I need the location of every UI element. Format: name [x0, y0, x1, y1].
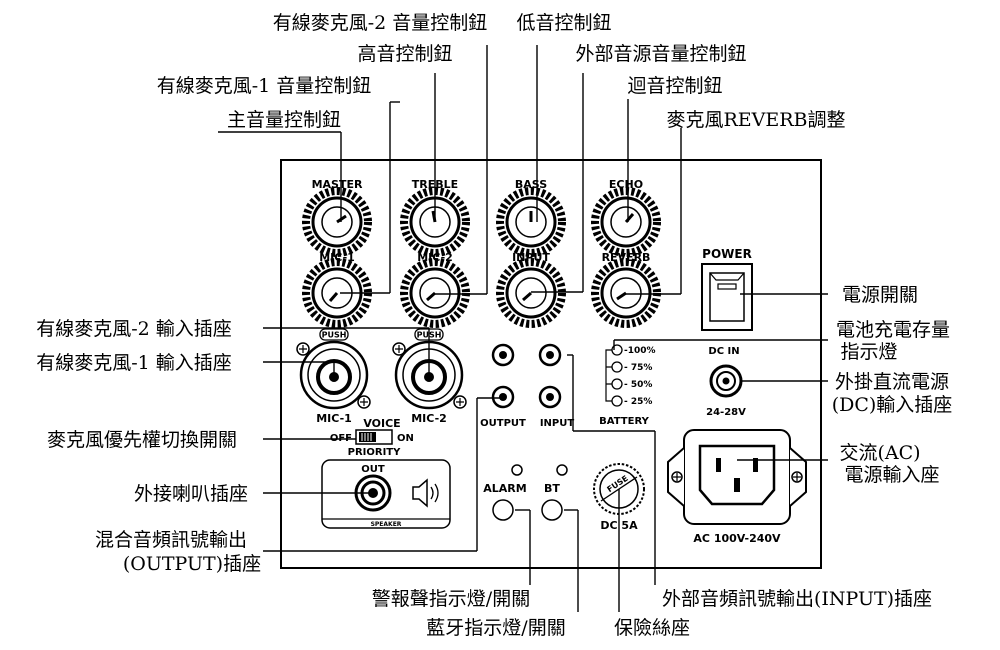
speaker-icon [412, 478, 439, 508]
callout-power-switch: 電源開關 [842, 284, 918, 306]
callout-ac-input-2: 電源輸入座 [844, 464, 939, 486]
battery-level-25: - 25% [624, 397, 652, 407]
callout-mix-output-1: 混合音頻訊號輸出 [95, 529, 247, 551]
mic1-push-label: PUSH [322, 331, 347, 340]
speaker-out-label: OUT [361, 464, 385, 475]
speaker-label: SPEAKER [371, 521, 402, 528]
output-jack[interactable] [491, 385, 515, 409]
callout-mic2-jack: 有線麥克風-2 輸入插座 [36, 318, 232, 340]
callout-ext-output-input: 外部音頻訊號輸出(INPUT)插座 [662, 588, 932, 610]
dc-voltage-label: 24-28V [706, 407, 746, 418]
bt-button[interactable] [541, 499, 563, 521]
priority-label: PRIORITY [348, 447, 401, 458]
bt-label: BT [544, 482, 560, 495]
priority-switch[interactable] [355, 429, 393, 445]
master-knob-label: MASTER [312, 178, 363, 191]
callout-ext-input-volume: 外部音源音量控制鈕 [575, 43, 746, 65]
callout-mic1-jack: 有線麥克風-1 輸入插座 [36, 352, 232, 374]
mic2-knob[interactable] [404, 262, 466, 324]
callout-priority-switch: 麥克風優先權切換開關 [47, 429, 237, 451]
callout-treble-control: 高音控制鈕 [357, 43, 452, 65]
callout-dc-input-1: 外掛直流電源 [835, 371, 949, 393]
input-knob[interactable] [500, 262, 562, 324]
callout-dc-input-2: (DC)輸入插座 [832, 394, 953, 416]
callout-mic1-volume: 有線麥克風-1 音量控制鈕 [157, 75, 372, 97]
reverb-knob[interactable] [595, 262, 657, 324]
priority-on-label: ON [397, 433, 414, 444]
bt-led [556, 464, 568, 476]
ac-inlet[interactable] [667, 429, 807, 525]
callout-speaker-jack: 外接喇叭插座 [134, 483, 248, 505]
callout-ac-input-1: 交流(AC) [839, 442, 920, 464]
ac-rating-label: AC 100V-240V [693, 532, 781, 545]
callout-mix-output-2: (OUTPUT)插座 [123, 553, 261, 575]
callout-mic2-volume: 有線麥克風-2 音量控制鈕 [273, 12, 488, 34]
power-label: POWER [702, 247, 752, 261]
leader-lines [218, 45, 828, 612]
input-label: INPUT [540, 418, 575, 429]
output-label: OUTPUT [480, 418, 526, 429]
callout-master-volume: 主音量控制鈕 [227, 109, 341, 131]
callout-echo-control: 迴音控制鈕 [627, 75, 722, 97]
callout-battery-indicator-2: 指示燈 [840, 341, 897, 363]
alarm-led [511, 464, 523, 476]
mic1-jack-label: MIC-1 [316, 412, 352, 425]
dc-in-label: DC IN [708, 346, 739, 357]
alarm-button[interactable] [492, 499, 514, 521]
rca-jack-top-left[interactable] [491, 343, 515, 367]
bass-knob-label: BASS [515, 178, 547, 191]
battery-level-100: -100% [624, 346, 656, 356]
power-switch[interactable] [701, 263, 753, 331]
bass-knob[interactable] [500, 191, 562, 253]
callout-bt-indicator: 藍牙指示燈/開關 [426, 617, 565, 639]
callout-alarm-indicator: 警報聲指示燈/開關 [372, 588, 530, 610]
rca-jack-top-right[interactable] [538, 343, 562, 367]
callout-fuse-holder: 保險絲座 [614, 617, 690, 639]
callout-battery-indicator-1: 電池充電存量 [836, 319, 950, 341]
echo-knob[interactable] [595, 191, 657, 253]
mic2-jack-label: MIC-2 [411, 412, 447, 425]
voice-label: VOICE [363, 417, 400, 430]
callout-bass-control: 低音控制鈕 [516, 12, 611, 34]
battery-label: BATTERY [599, 416, 649, 427]
alarm-label: ALARM [483, 482, 526, 495]
battery-level-75: - 75% [624, 363, 652, 373]
battery-level-50: - 50% [624, 380, 652, 390]
callout-mic-reverb: 麥克風REVERB調整 [666, 109, 845, 131]
dc-input-jack[interactable] [709, 364, 743, 398]
input-jack[interactable] [538, 385, 562, 409]
mic1-knob[interactable] [306, 262, 368, 324]
echo-knob-label: ECHO [609, 178, 643, 191]
